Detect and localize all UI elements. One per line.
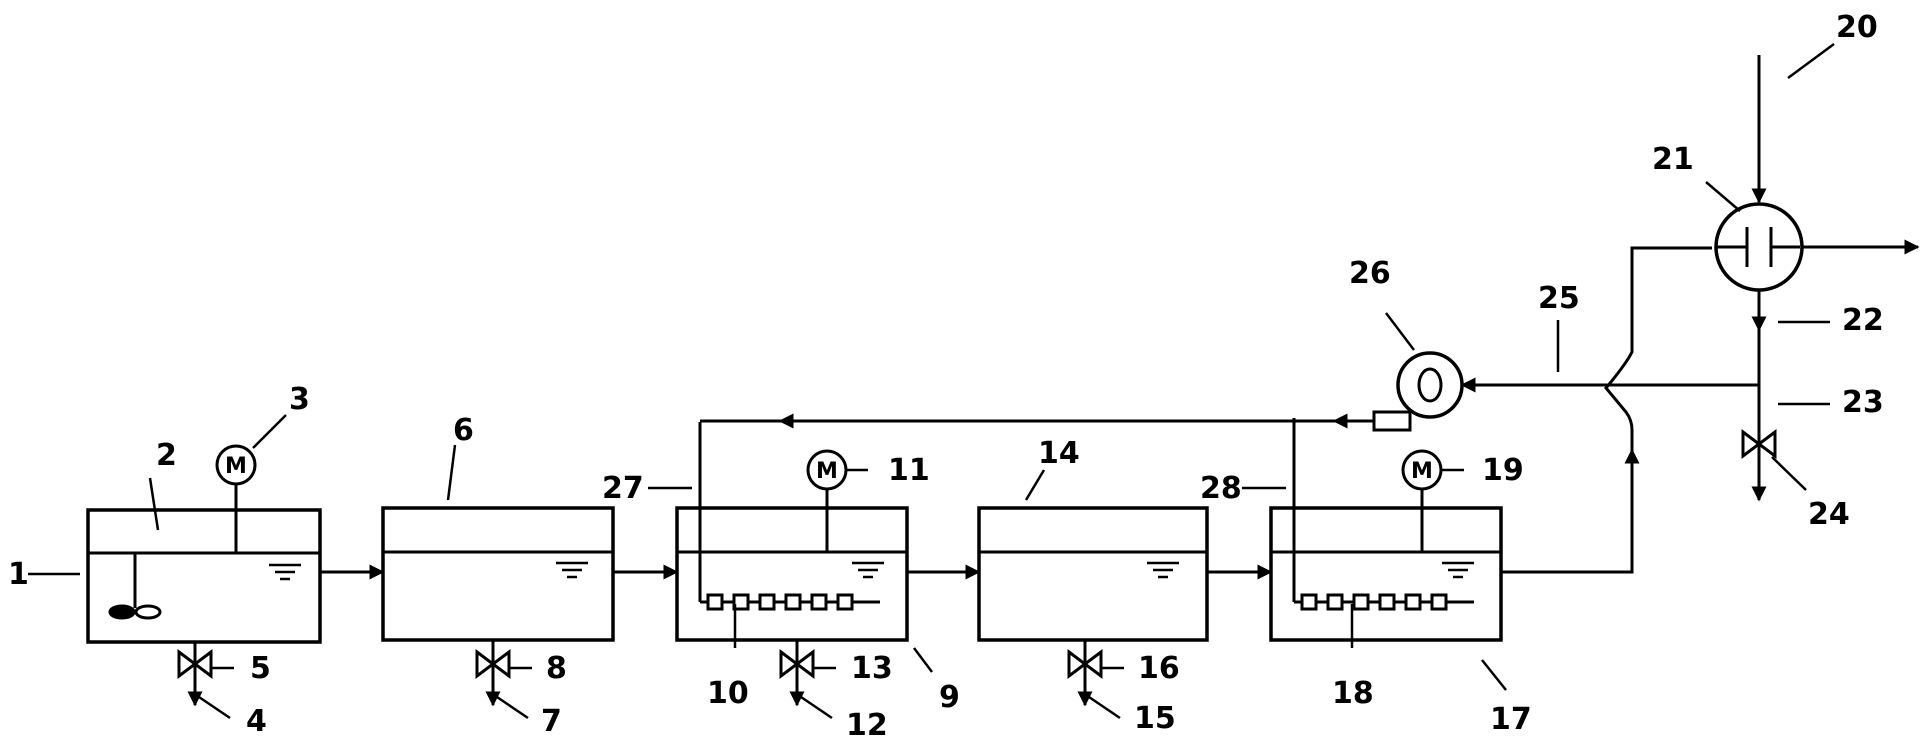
tank-14 (977, 506, 1209, 642)
line-22-23 (1606, 290, 1767, 502)
aerator-10 (698, 422, 880, 611)
label-23: 23 (1842, 385, 1884, 420)
valve-8 (475, 640, 511, 707)
label-6: 6 (453, 413, 474, 448)
label-20: 20 (1836, 10, 1878, 45)
motor-symbol: M (225, 454, 247, 479)
valve-13 (779, 640, 815, 707)
label-9: 9 (939, 680, 960, 715)
motor-19: M (1401, 449, 1443, 552)
label-10: 10 (707, 676, 749, 711)
label-21: 21 (1652, 142, 1694, 177)
label-24: 24 (1808, 497, 1850, 532)
label-7: 7 (541, 704, 562, 739)
label-11: 11 (888, 453, 930, 488)
label-16: 16 (1138, 651, 1180, 686)
label-15: 15 (1134, 701, 1176, 736)
aerator-18 (1292, 418, 1474, 611)
valve-16 (1067, 640, 1103, 707)
label-17: 17 (1490, 702, 1532, 737)
label-19: 19 (1482, 453, 1524, 488)
motor-11: M (806, 449, 848, 552)
motor-3: M (215, 444, 257, 553)
label-18: 18 (1332, 676, 1374, 711)
outlet-pipe (1501, 246, 1712, 574)
leader-lines (28, 42, 1835, 720)
tank-17 (1269, 506, 1503, 642)
label-2: 2 (156, 438, 177, 473)
label-5: 5 (250, 651, 271, 686)
labels: 1 2 3 4 5 6 7 8 9 10 11 12 13 14 15 16 1… (8, 10, 1884, 743)
tank-1 (86, 508, 322, 644)
label-25: 25 (1538, 281, 1580, 316)
label-26: 26 (1349, 256, 1391, 291)
label-28: 28 (1200, 471, 1242, 506)
label-22: 22 (1842, 303, 1884, 338)
air-line (700, 413, 1374, 429)
stirrer-shaft-2 (108, 553, 162, 620)
label-14: 14 (1038, 436, 1080, 471)
label-1: 1 (8, 557, 29, 592)
label-27: 27 (602, 471, 644, 506)
label-12: 12 (846, 708, 888, 743)
tank-9 (675, 506, 909, 642)
label-4: 4 (246, 704, 267, 739)
tank-6 (381, 506, 615, 642)
motor-symbol: M (1411, 459, 1433, 484)
motor-symbol: M (816, 459, 838, 484)
label-13: 13 (851, 651, 893, 686)
label-3: 3 (289, 382, 310, 417)
label-8: 8 (546, 651, 567, 686)
valve-5 (177, 642, 213, 707)
separator-21 (1714, 202, 1804, 292)
blower-26 (1372, 351, 1464, 432)
